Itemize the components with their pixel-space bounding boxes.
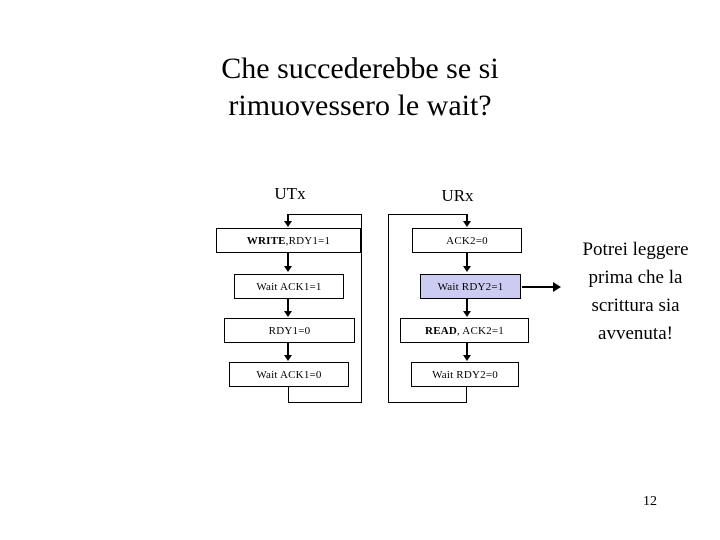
utx-arrow-2-line xyxy=(287,343,289,356)
utx-entry-arrow-line xyxy=(287,214,289,222)
utx-arrow-0-head xyxy=(284,266,292,272)
flow-box-urx-1-highlighted[interactable]: Wait RDY2=1 xyxy=(420,274,521,299)
annotation-text: Potrei leggere prima che la scrittura si… xyxy=(582,239,689,344)
urx-loop-top-segment xyxy=(388,214,467,215)
column-header-utx: UTx xyxy=(274,184,306,203)
page-number: 12 xyxy=(643,494,657,509)
callout-arrow-head-icon xyxy=(553,282,561,292)
flow-box-urx-2-text: , ACK2=1 xyxy=(457,324,504,337)
flow-box-utx-0-text: ,RDY1=1 xyxy=(285,234,331,247)
utx-arrow-1-head xyxy=(284,311,292,317)
urx-arrow-1-line xyxy=(466,299,468,312)
page-title: Che succederebbe se si rimuovessero le w… xyxy=(221,52,499,122)
flow-box-urx-0-text: ACK2=0 xyxy=(446,234,488,247)
flow-box-urx-3[interactable]: Wait RDY2=0 xyxy=(411,362,519,387)
callout-arrow-line xyxy=(522,286,556,288)
urx-arrow-0-head xyxy=(463,266,471,272)
utx-loop-top-segment xyxy=(288,214,362,215)
utx-arrow-2-head xyxy=(284,355,292,361)
utx-entry-arrow-head xyxy=(284,221,292,227)
utx-loop-bottom-segment xyxy=(288,402,362,403)
flow-box-urx-2[interactable]: READ, ACK2=1 xyxy=(400,318,529,343)
flow-box-utx-1[interactable]: Wait ACK1=1 xyxy=(234,274,344,299)
flow-box-utx-3-text: Wait ACK1=0 xyxy=(256,368,322,381)
flow-box-urx-0[interactable]: ACK2=0 xyxy=(412,228,522,253)
urx-arrow-2-head xyxy=(463,355,471,361)
urx-entry-arrow-line xyxy=(466,214,468,222)
urx-loop-exit-segment xyxy=(466,387,467,403)
urx-arrow-0-line xyxy=(466,253,468,267)
utx-arrow-0-line xyxy=(287,253,289,267)
urx-entry-arrow-head xyxy=(463,221,471,227)
flow-box-utx-2-text: RDY1=0 xyxy=(268,324,311,337)
flow-box-utx-0-bold: WRITE xyxy=(246,234,286,247)
urx-arrow-1-head xyxy=(463,311,471,317)
urx-arrow-2-line xyxy=(466,343,468,356)
flow-box-utx-0[interactable]: WRITE,RDY1=1 xyxy=(216,228,361,253)
urx-loop-left-segment xyxy=(388,214,389,403)
flow-box-urx-2-bold: READ xyxy=(425,324,458,337)
flow-box-utx-2[interactable]: RDY1=0 xyxy=(224,318,355,343)
flow-box-utx-3[interactable]: Wait ACK1=0 xyxy=(229,362,349,387)
flow-box-utx-1-text: Wait ACK1=1 xyxy=(256,280,322,293)
utx-loop-right-segment xyxy=(361,214,362,403)
utx-loop-exit-segment xyxy=(288,387,289,403)
urx-loop-bottom-segment xyxy=(388,402,467,403)
flow-box-urx-1-text: Wait RDY2=1 xyxy=(437,280,504,293)
utx-arrow-1-line xyxy=(287,299,289,312)
column-header-urx: URx xyxy=(441,186,474,205)
flow-box-urx-3-text: Wait RDY2=0 xyxy=(432,368,498,381)
